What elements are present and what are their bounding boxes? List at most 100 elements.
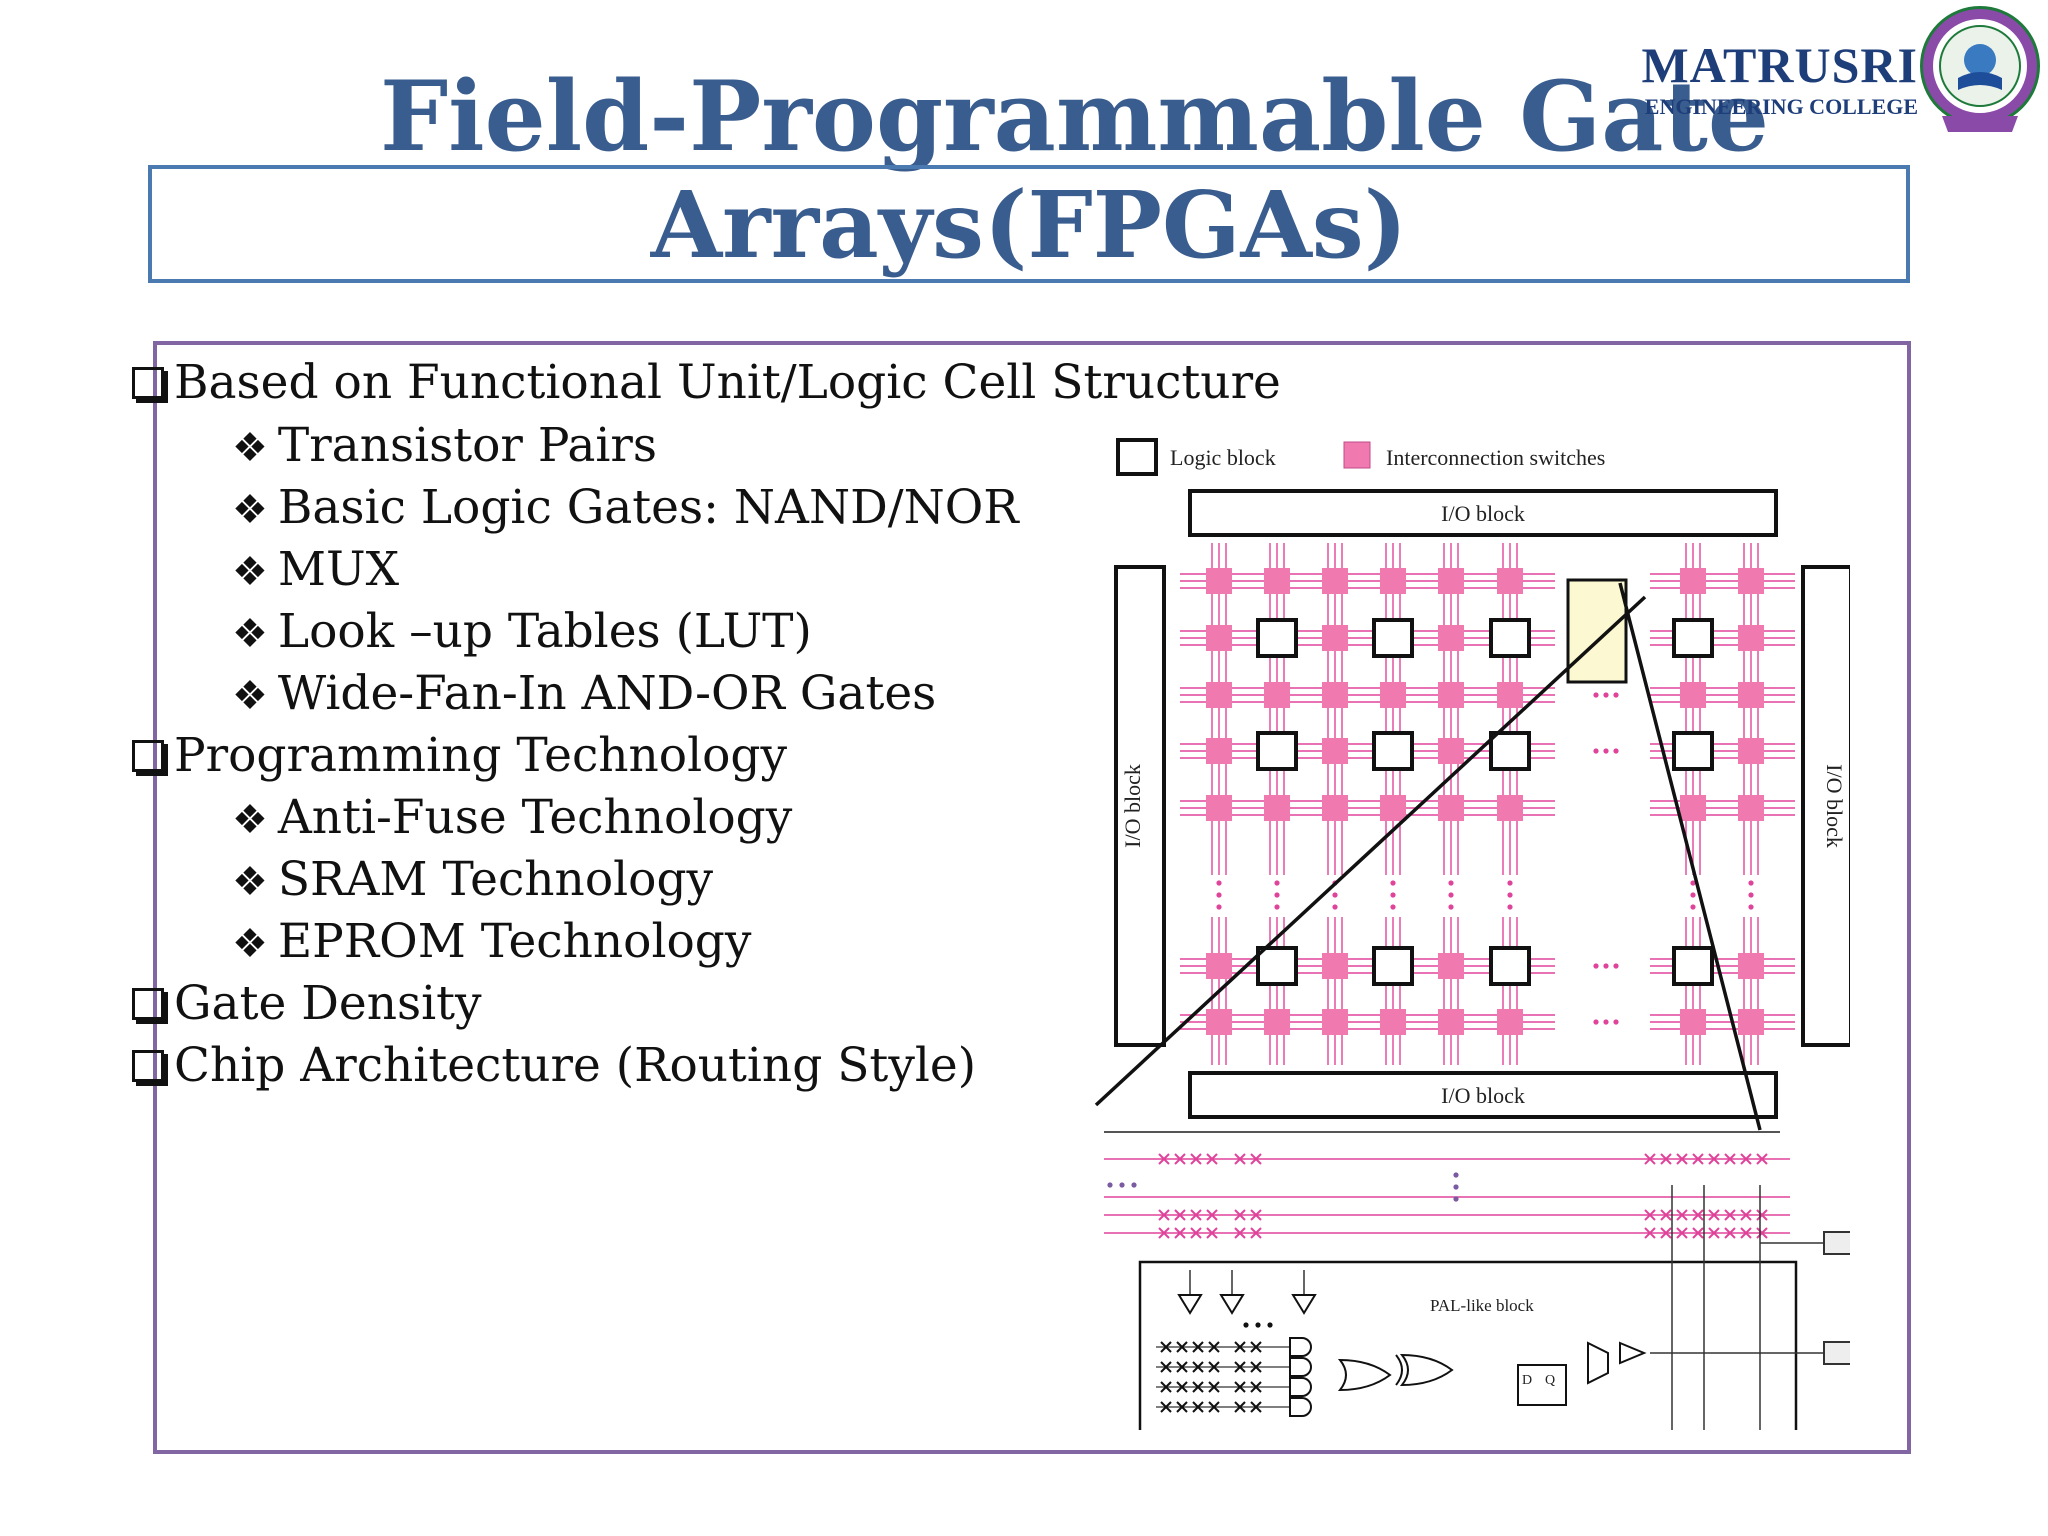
logic-block bbox=[1372, 946, 1414, 986]
diamond-bullet-icon: ❖ bbox=[232, 549, 268, 595]
logic-block bbox=[1672, 731, 1714, 771]
output-pin bbox=[1823, 1341, 1850, 1365]
fuse-cross bbox=[1756, 1227, 1768, 1239]
sub-bullet: ❖Anti-Fuse Technology bbox=[232, 790, 792, 848]
ellipsis-dot bbox=[1603, 963, 1609, 969]
interconnection-switch bbox=[1680, 682, 1706, 708]
interconnection-switch bbox=[1738, 568, 1764, 594]
interconnection-switch bbox=[1438, 568, 1464, 594]
logic-block bbox=[1372, 731, 1414, 771]
bullet-1: Based on Functional Unit/Logic Cell Stru… bbox=[132, 355, 1281, 411]
xor-gate-icon bbox=[1395, 1354, 1403, 1386]
interconnection-switch bbox=[1380, 568, 1406, 594]
interconnection-switch bbox=[1322, 795, 1348, 821]
sub-bullet: ❖MUX bbox=[232, 542, 399, 600]
interconnection-switch bbox=[1738, 682, 1764, 708]
fuse-cross bbox=[1176, 1401, 1188, 1413]
ellipsis-dot bbox=[1613, 963, 1619, 969]
and-gate-icon bbox=[1289, 1397, 1312, 1417]
ellipsis-dot bbox=[1453, 1172, 1459, 1178]
ellipsis-dot bbox=[1274, 892, 1280, 898]
slide-title-line2: Arrays(FPGAs) bbox=[650, 171, 1408, 279]
io-block-right-label: I/O block bbox=[1822, 764, 1847, 848]
logic-block bbox=[1672, 618, 1714, 658]
interconnect-grid bbox=[1180, 543, 1795, 1065]
mux-icon bbox=[1587, 1341, 1609, 1385]
io-block-left bbox=[1114, 565, 1166, 1047]
ellipsis-dot bbox=[1216, 904, 1222, 910]
fuse-cross bbox=[1660, 1227, 1672, 1239]
ellipsis-dot bbox=[1255, 1322, 1261, 1328]
fuse-cross bbox=[1740, 1209, 1752, 1221]
interconnection-switch bbox=[1206, 625, 1232, 651]
fuse-cross bbox=[1250, 1361, 1262, 1373]
interconnection-switch bbox=[1497, 795, 1523, 821]
logic-block bbox=[1489, 618, 1531, 658]
sub-bullet-text: Basic Logic Gates: NAND/NOR bbox=[277, 480, 1019, 535]
io-block-bottom-label: I/O block bbox=[1441, 1083, 1525, 1108]
fuse-cross bbox=[1190, 1209, 1202, 1221]
interconnection-switch bbox=[1497, 568, 1523, 594]
interconnection-switch bbox=[1322, 953, 1348, 979]
bullet-1-text: Based on Functional Unit/Logic Cell Stru… bbox=[174, 355, 1281, 410]
highlighted-logic-block bbox=[1566, 578, 1628, 684]
fuse-cross bbox=[1160, 1401, 1172, 1413]
interconnection-switch bbox=[1380, 1009, 1406, 1035]
ellipsis-dot bbox=[1748, 892, 1754, 898]
fuse-cross bbox=[1692, 1209, 1704, 1221]
interconnection-switch bbox=[1206, 953, 1232, 979]
ellipsis-dot bbox=[1507, 904, 1513, 910]
ellipsis-dot bbox=[1593, 692, 1599, 698]
fuse-cross bbox=[1158, 1227, 1170, 1239]
fuse-cross bbox=[1234, 1401, 1246, 1413]
fuse-cross bbox=[1208, 1361, 1220, 1373]
fuse-cross bbox=[1174, 1153, 1186, 1165]
slide-title-line1: Field-Programmable Gate bbox=[380, 60, 1769, 173]
fuse-cross bbox=[1708, 1209, 1720, 1221]
fuse-cross bbox=[1676, 1153, 1688, 1165]
fuse-cross bbox=[1208, 1341, 1220, 1353]
sub-bullet-text: SRAM Technology bbox=[277, 852, 714, 907]
fuse-cross bbox=[1234, 1227, 1246, 1239]
or-gate-icon bbox=[1337, 1358, 1392, 1392]
sub-bullet: ❖Look –up Tables (LUT) bbox=[232, 604, 812, 662]
ellipsis-dot bbox=[1690, 904, 1696, 910]
zoom-line-left bbox=[1094, 595, 1647, 1107]
interconnection-switch bbox=[1438, 682, 1464, 708]
fuse-cross bbox=[1756, 1209, 1768, 1221]
ellipsis-dot bbox=[1613, 692, 1619, 698]
interconnection-switch bbox=[1322, 568, 1348, 594]
io-block-left-label: I/O block bbox=[1120, 764, 1145, 848]
ellipsis-dot bbox=[1603, 692, 1609, 698]
fuse-cross bbox=[1158, 1209, 1170, 1221]
fuse-cross bbox=[1234, 1153, 1246, 1165]
ellipsis-dot bbox=[1613, 748, 1619, 754]
college-logo-subtitle: ENGINEERING COLLEGE bbox=[1644, 94, 1918, 119]
interconnection-switch bbox=[1322, 1009, 1348, 1035]
bullet-4: Chip Architecture (Routing Style) bbox=[132, 1038, 976, 1094]
interconnection-switch bbox=[1264, 795, 1290, 821]
bullet-2: Programming Technology bbox=[132, 728, 787, 784]
fuse-cross bbox=[1234, 1361, 1246, 1373]
ellipsis-dot bbox=[1274, 880, 1280, 886]
fuse-cross bbox=[1644, 1227, 1656, 1239]
interconnection-switch bbox=[1497, 1009, 1523, 1035]
bullet-2-text: Programming Technology bbox=[174, 728, 788, 783]
input-buffer-icon bbox=[1219, 1294, 1245, 1315]
ellipsis-dot bbox=[1390, 904, 1396, 910]
ellipsis-dot bbox=[1748, 904, 1754, 910]
interconnection-switch bbox=[1264, 682, 1290, 708]
interconnection-switch bbox=[1738, 1009, 1764, 1035]
pal-detail bbox=[1104, 1131, 1850, 1430]
diamond-bullet-icon: ❖ bbox=[232, 921, 268, 967]
flipflop bbox=[1517, 1364, 1567, 1406]
ellipsis-dot bbox=[1243, 1322, 1249, 1328]
fuse-cross bbox=[1708, 1153, 1720, 1165]
fuse-cross bbox=[1676, 1227, 1688, 1239]
logic-block bbox=[1256, 946, 1298, 986]
ellipsis-dot bbox=[1453, 1196, 1459, 1202]
io-block-top bbox=[1188, 489, 1778, 537]
fuse-cross bbox=[1208, 1381, 1220, 1393]
ellipsis-dot bbox=[1216, 880, 1222, 886]
